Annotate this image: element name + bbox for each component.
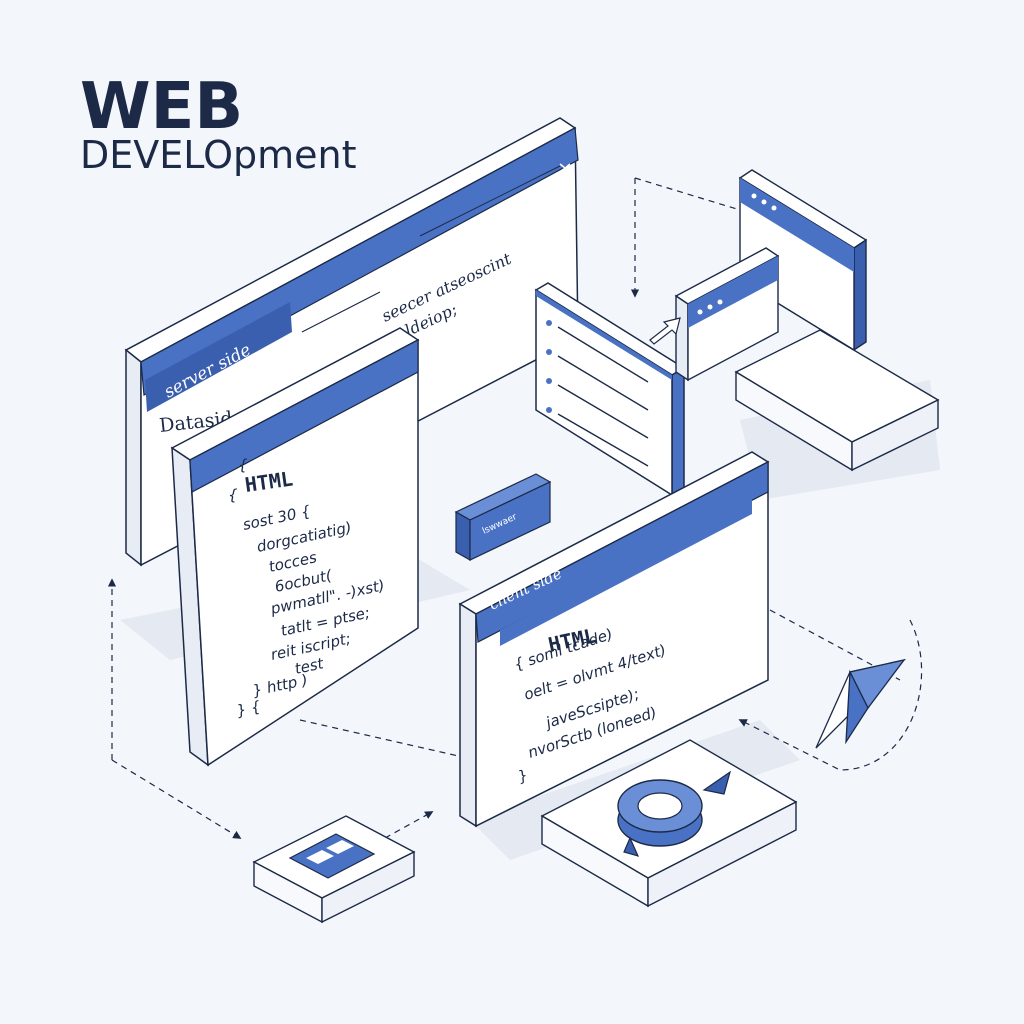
browser-window-top-right <box>738 169 868 352</box>
paper-plane-icon <box>815 658 907 749</box>
connector-to-layout <box>111 759 242 839</box>
platform-right <box>734 329 940 472</box>
layout-icon <box>288 833 376 879</box>
title-line2: DEVELOpment <box>80 133 357 177</box>
connector-top-right <box>634 177 741 211</box>
sync-block <box>540 739 798 908</box>
browser-dots-icon <box>697 299 723 315</box>
list-bullet-icon <box>546 349 552 355</box>
list-items <box>546 320 649 467</box>
code-line: { <box>238 456 248 474</box>
code-line: } { <box>235 697 263 720</box>
code-line: { <box>228 486 238 504</box>
small-block: lswwaer <box>454 473 552 562</box>
browser-dots-icon <box>751 193 777 211</box>
layout-block <box>252 815 416 924</box>
page-title: WEB DEVELOpment <box>80 70 357 177</box>
sync-icon <box>617 770 732 857</box>
list-bullet-icon <box>546 320 552 326</box>
client-url-bar <box>500 498 752 646</box>
arrow-icon <box>649 317 681 345</box>
browser-window-mid-right <box>649 247 780 382</box>
list-bullet-icon <box>546 407 552 413</box>
connector-right-curve <box>738 619 923 771</box>
html-panel-left: kiidus HTML { { sost 30 { dorgcatiatig) … <box>170 327 420 767</box>
title-line1: WEB <box>80 70 243 144</box>
list-panel <box>534 282 686 497</box>
list-bullet-icon <box>546 378 552 384</box>
connector-to-client <box>384 811 434 839</box>
close-icon <box>559 163 571 173</box>
code-line: test <box>293 654 326 678</box>
client-window: client side HTML { soml tcade) oelt = ol… <box>458 451 770 828</box>
